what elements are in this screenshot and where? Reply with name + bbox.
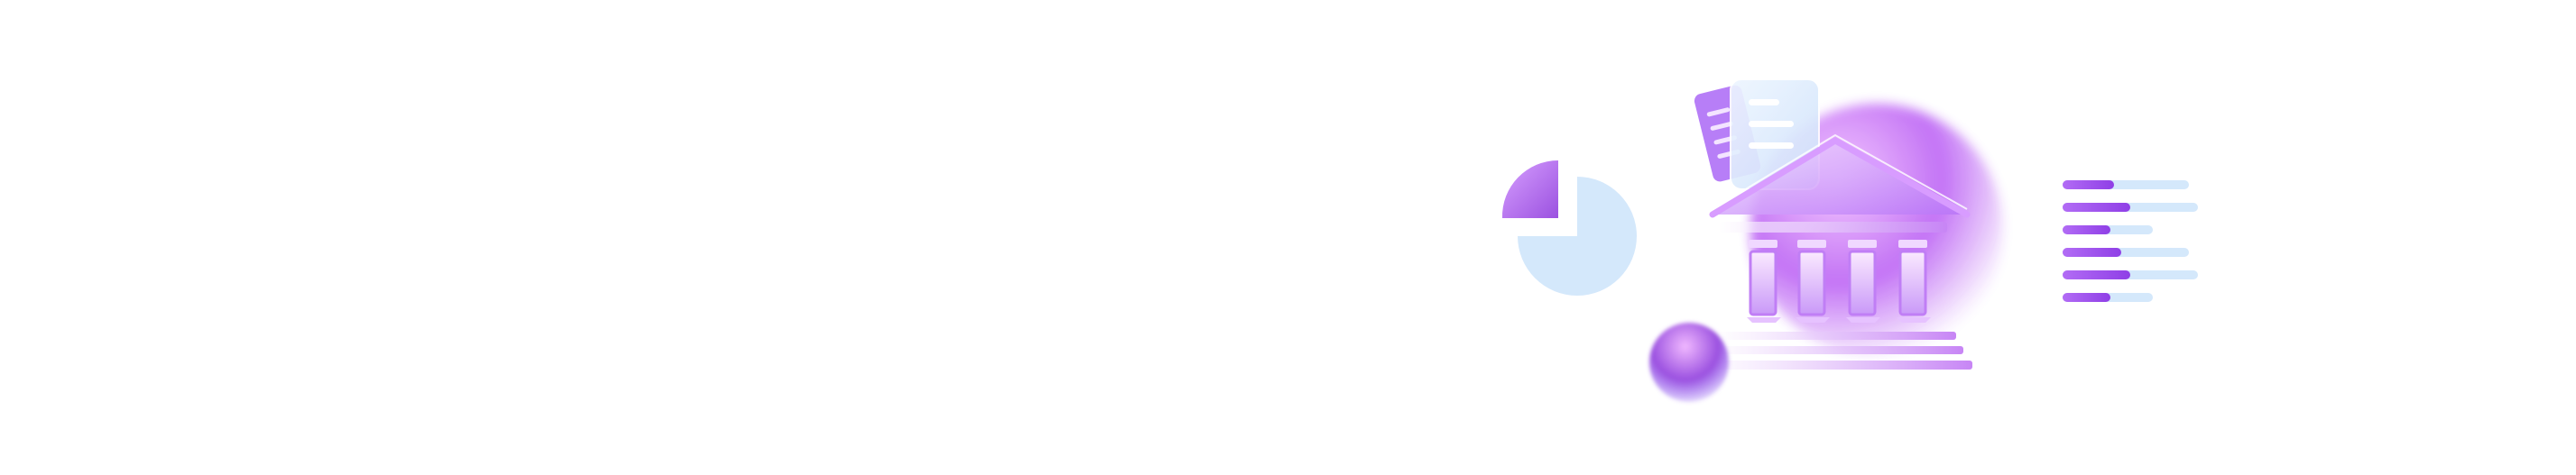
- bar-list-icon: [2063, 180, 2198, 302]
- bank-beam: [1719, 222, 1947, 233]
- bank-column: [1797, 250, 1826, 316]
- bar-fill: [2063, 293, 2110, 302]
- bar-fill: [2063, 270, 2130, 279]
- bank-roof-outline: [1709, 137, 1971, 218]
- bank-column: [1797, 240, 1826, 248]
- bar-fill: [2063, 225, 2110, 234]
- bank-step: [1702, 361, 1972, 370]
- decorative-sphere-icon: [1649, 323, 1729, 402]
- bank-column: [1749, 240, 1777, 248]
- bar-fill: [2063, 203, 2130, 212]
- bar-fill: [2063, 248, 2121, 257]
- bar-fill: [2063, 180, 2114, 189]
- pie-slice-small: [1501, 160, 1558, 218]
- bank-building-icon: [1702, 133, 1972, 370]
- bank-roof: [1713, 141, 1967, 215]
- bank-column: [1749, 250, 1777, 316]
- bank-step: [1714, 332, 1956, 340]
- bank-column: [1898, 250, 1927, 316]
- bank-column: [1848, 240, 1877, 248]
- pie-chart-icon: [1501, 160, 1637, 296]
- bank-column: [1848, 250, 1877, 316]
- bank-column: [1898, 240, 1927, 248]
- bank-step: [1709, 346, 1963, 354]
- pie-slice-large: [1518, 177, 1637, 296]
- bank-columns: [1747, 240, 1931, 323]
